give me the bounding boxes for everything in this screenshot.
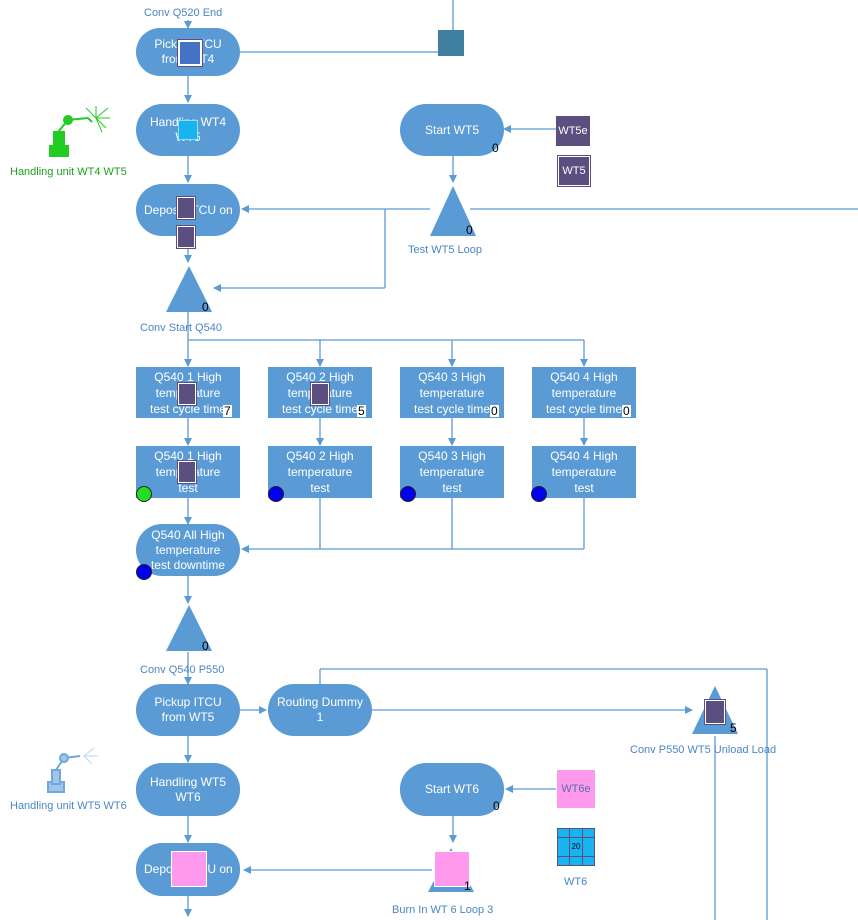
q540-3-cycle-time-node[interactable]: Q540 3 High temperature test cycle time xyxy=(400,367,504,418)
q540-4-cycle-time-node[interactable]: Q540 4 High temperature test cycle time xyxy=(532,367,636,418)
q540-4-cycle-count: 0 xyxy=(622,404,631,418)
conv-p550-wt5-unload-count: 5 xyxy=(730,721,737,735)
burn-in-count: 1 xyxy=(464,879,471,893)
q540-all-downtime-node[interactable]: Q540 All High temperature test downtime xyxy=(136,524,240,576)
wt6-label: WT6 xyxy=(564,876,588,888)
wt-carrier-icon xyxy=(177,197,195,219)
wt6e-source[interactable]: WT6e xyxy=(557,770,595,808)
routing-dummy-node[interactable]: Routing Dummy 1 xyxy=(268,684,372,736)
conv-start-q540-triangle[interactable] xyxy=(164,264,214,314)
source-square-icon xyxy=(438,30,464,56)
wt5e-source[interactable]: WT5e xyxy=(556,116,590,146)
wt6-grid-count: 20 xyxy=(570,838,582,856)
wt5-carrier-legend[interactable]: WT5 xyxy=(558,156,590,186)
carrier-cyan-icon xyxy=(178,120,198,140)
wt-carrier-icon xyxy=(705,700,725,724)
handling-unit-wt5-wt6-label: Handling unit WT5 WT6 xyxy=(10,800,127,812)
q540-3-test-node[interactable]: Q540 3 High temperature test xyxy=(400,446,504,498)
conv-q520-end-label: Conv Q520 End xyxy=(144,7,223,19)
wt-carrier-icon xyxy=(178,383,196,405)
q540-4-test-node[interactable]: Q540 4 High temperature test xyxy=(532,446,636,498)
start-wt6-count: 0 xyxy=(493,799,500,813)
conv-start-q540-count: 0 xyxy=(202,300,209,314)
burn-in-wt6-loop3-label: Burn In WT 6 Loop 3 xyxy=(392,904,494,916)
pickup-itcu-wt5-node[interactable]: Pickup ITCU from WT5 xyxy=(136,684,240,736)
wt6-carrier-icon xyxy=(434,851,470,887)
test-wt5-loop-label: Test WT5 Loop xyxy=(408,244,482,256)
robot-arm-blue-icon xyxy=(47,747,98,793)
itcu-blue-icon xyxy=(178,40,202,66)
handling-unit-wt4-wt5-label: Handling unit WT4 WT5 xyxy=(10,166,127,178)
status-blue-indicator xyxy=(268,486,284,502)
wt-carrier-stack-icon xyxy=(177,226,195,248)
q540-2-cycle-count: 5 xyxy=(357,404,366,418)
wt-carrier-icon xyxy=(178,461,196,483)
status-blue-indicator xyxy=(531,486,547,502)
handling-wt5-wt6-node[interactable]: Handling WT5 WT6 xyxy=(136,763,240,816)
wt6-grid-icon[interactable]: 20 xyxy=(557,828,595,866)
conv-q540-p550-triangle[interactable] xyxy=(164,603,214,653)
robot-arm-green-icon xyxy=(49,106,110,157)
status-green-indicator xyxy=(136,486,152,502)
conv-q540-p550-count: 0 xyxy=(202,639,209,653)
q540-3-cycle-count: 0 xyxy=(490,404,499,418)
q540-1-cycle-count: 7 xyxy=(223,404,232,418)
q540-2-test-node[interactable]: Q540 2 High temperature test xyxy=(268,446,372,498)
conv-p550-wt5-unload-label: Conv P550 WT5 Unload Load xyxy=(630,744,777,756)
wt6-carrier-icon xyxy=(171,851,207,887)
conv-q540-p550-label: Conv Q540 P550 xyxy=(140,664,225,676)
test-wt5-loop-triangle[interactable] xyxy=(428,184,478,238)
status-blue-indicator xyxy=(136,564,152,580)
status-blue-indicator xyxy=(400,486,416,502)
start-wt5-node[interactable]: Start WT5 xyxy=(400,104,504,156)
conv-start-q540-label: Conv Start Q540 xyxy=(140,322,222,334)
start-wt5-count: 0 xyxy=(492,141,499,155)
wt-carrier-icon xyxy=(311,383,329,405)
start-wt6-node[interactable]: Start WT6 xyxy=(400,763,504,816)
test-wt5-loop-count: 0 xyxy=(466,223,473,237)
